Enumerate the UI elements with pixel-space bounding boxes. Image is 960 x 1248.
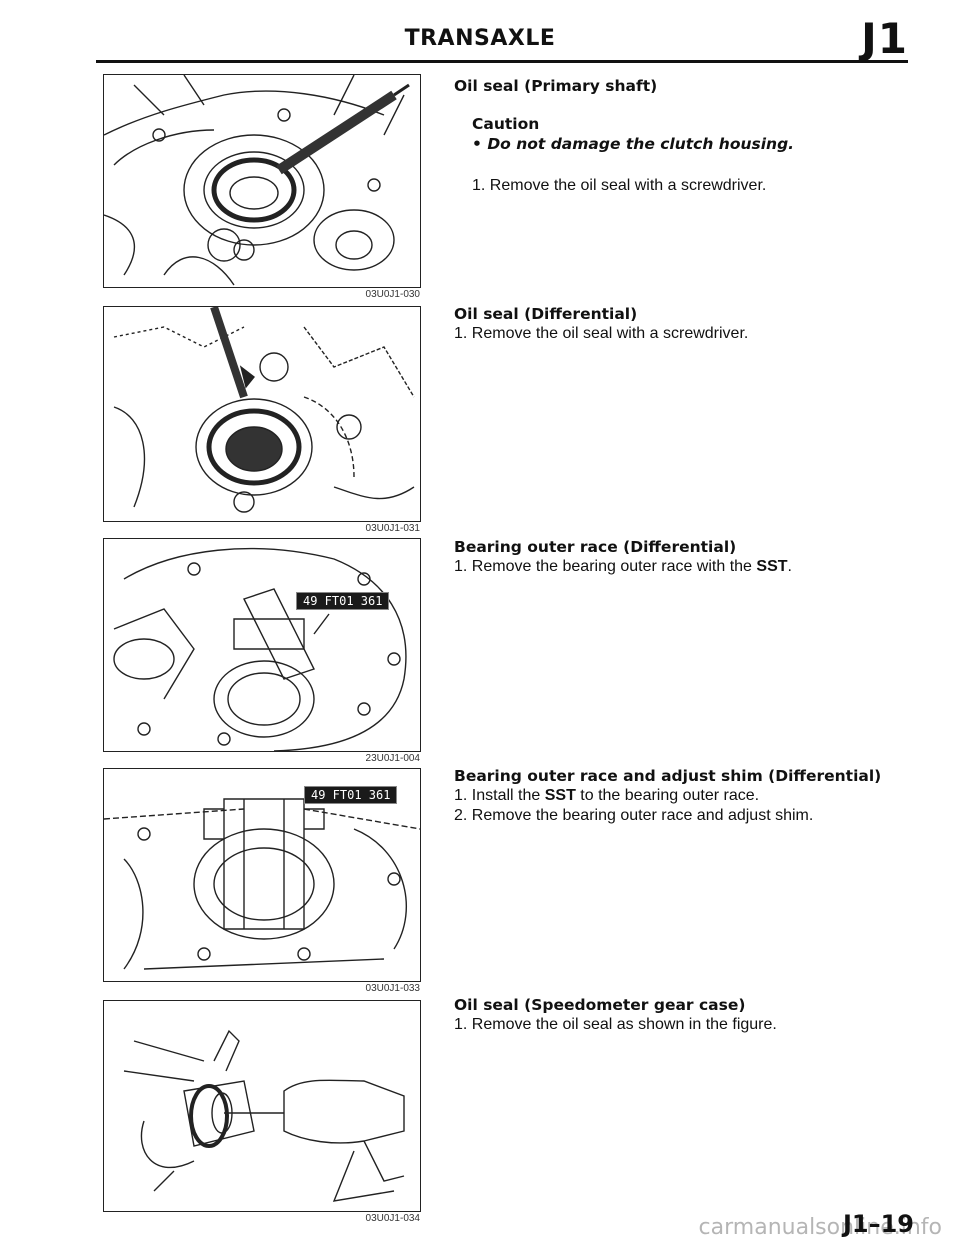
section-title: Oil seal (Speedometer gear case) — [454, 996, 746, 1014]
section-primary-shaft: Oil seal (Primary shaft) Caution • Do no… — [454, 76, 874, 196]
illustration-primary-shaft-seal — [104, 75, 410, 286]
step-text: 1. Remove the oil seal with a screwdrive… — [454, 325, 749, 342]
figure-speedometer-seal — [103, 1000, 421, 1212]
section-title: Oil seal (Primary shaft) — [454, 77, 658, 95]
illustration-speedometer-seal — [123, 1029, 405, 1202]
figure-caption: 03U0J1-033 — [365, 983, 420, 994]
figure-caption: 03U0J1-030 — [365, 289, 420, 300]
sst-label: 49 FT01 361 — [296, 592, 390, 610]
step-text: 1. Remove the bearing outer race with th… — [454, 558, 792, 575]
figure-caption: 03U0J1-031 — [365, 523, 420, 534]
figure-caption: 03U0J1-034 — [365, 1213, 420, 1224]
section-bearing-outer-race: Bearing outer race (Differential) 1. Rem… — [454, 537, 894, 577]
caution-item: • Do not damage the clutch housing. — [472, 135, 795, 153]
caution-label: Caution — [472, 115, 540, 133]
sst-label: 49 FT01 361 — [304, 786, 398, 804]
figure-bearing-outer-race — [103, 538, 421, 752]
section-speedometer-seal: Oil seal (Speedometer gear case) 1. Remo… — [454, 995, 894, 1035]
section-title: Oil seal (Differential) — [454, 305, 638, 323]
watermark: carmanualsonline.info — [698, 1215, 942, 1240]
caution-block: Caution • Do not damage the clutch housi… — [472, 114, 874, 154]
figure-primary-shaft-seal — [103, 74, 421, 288]
section-title: Bearing outer race (Differential) — [454, 538, 737, 556]
section-title: Bearing outer race and adjust shim (Diff… — [454, 767, 882, 785]
figure-caption: 23U0J1-004 — [365, 753, 420, 764]
illustration-adjust-shim — [104, 798, 420, 970]
step-text: 1. Remove the oil seal with a screwdrive… — [472, 177, 767, 194]
illustration-bearing-outer-race — [113, 547, 407, 751]
header-rule — [96, 60, 908, 63]
page-number: J1–19 — [842, 1210, 914, 1238]
figure-differential-seal — [103, 306, 421, 522]
section-differential-seal: Oil seal (Differential) 1. Remove the oi… — [454, 304, 874, 344]
step-text: 1. Install the SST to the bearing outer … — [454, 787, 760, 804]
step-text: 2. Remove the bearing outer race and adj… — [454, 807, 814, 824]
step-text: 1. Remove the oil seal as shown in the f… — [454, 1016, 777, 1033]
illustration-differential-seal — [113, 307, 415, 513]
page-title: TRANSAXLE — [404, 26, 556, 51]
section-adjust-shim: Bearing outer race and adjust shim (Diff… — [454, 766, 914, 826]
section-code: J1 — [861, 14, 908, 63]
